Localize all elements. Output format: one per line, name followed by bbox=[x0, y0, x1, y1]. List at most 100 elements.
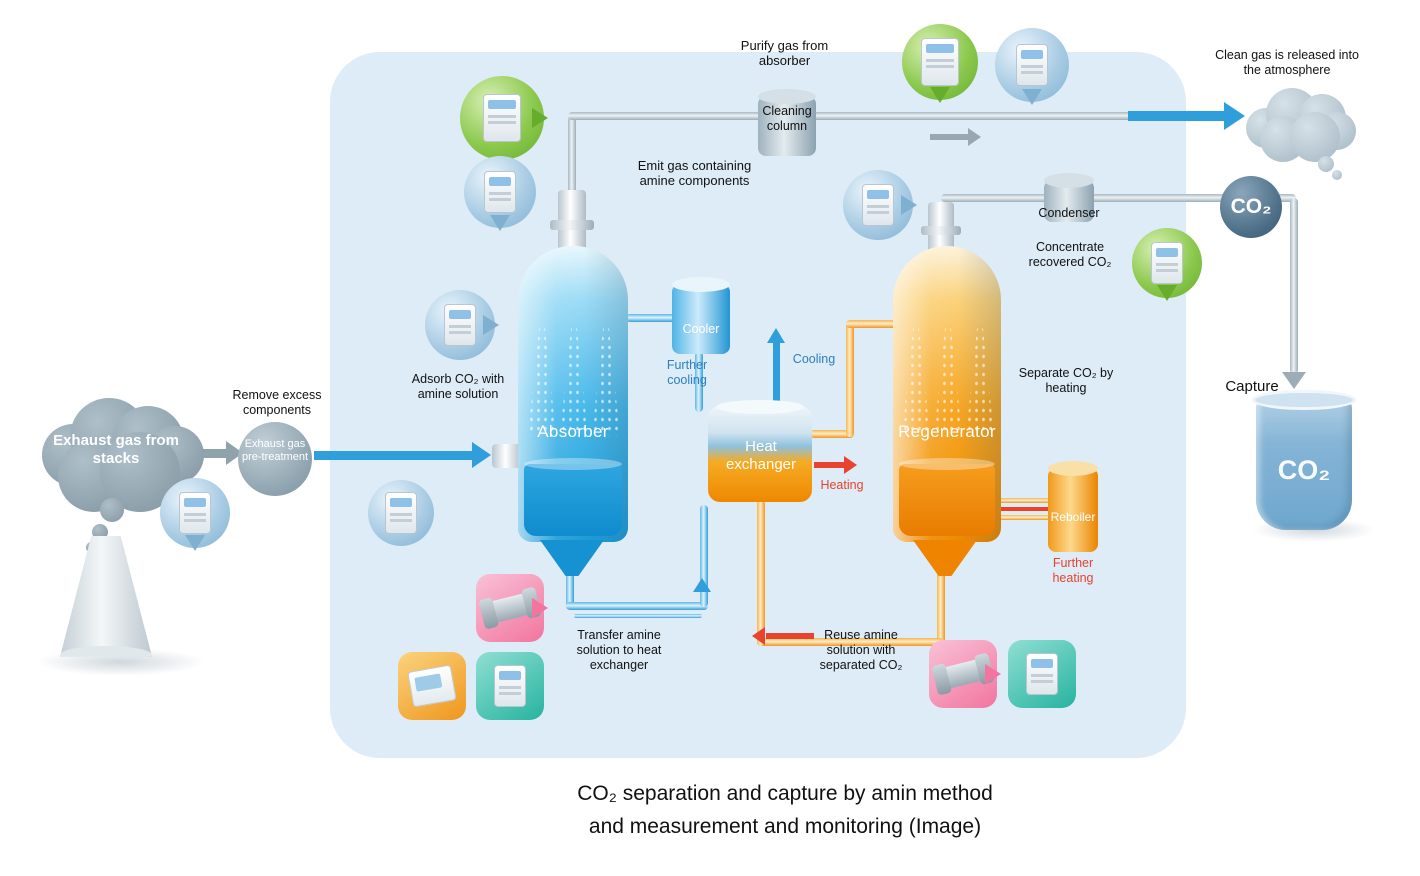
cleaning-column-cap bbox=[758, 89, 816, 104]
analyzer-device-icon bbox=[385, 492, 417, 534]
arrow-reuse-shaft bbox=[766, 633, 814, 639]
cooler-label: Cooler bbox=[682, 322, 720, 336]
arrow-heating-head-icon bbox=[844, 456, 857, 474]
remove-excess-label: Remove excess components bbox=[232, 388, 322, 417]
pipe-into-regenerator-horizontal bbox=[846, 320, 898, 328]
absorber-liquid bbox=[524, 458, 622, 536]
pipe-absorber-bottom-vertical bbox=[566, 570, 574, 610]
emit-gas-label: Emit gas containing amine components bbox=[637, 158, 752, 189]
pipe-absorber-to-cooler bbox=[626, 314, 678, 322]
arrow-clean-gas-head-icon bbox=[1224, 102, 1245, 130]
pipe-regenerator-overhead-horizontal bbox=[941, 194, 1296, 202]
diagram-title-line1: CO₂ separation and capture by amin metho… bbox=[577, 782, 993, 805]
arrow-top-flow-head-icon bbox=[968, 128, 981, 146]
analyzer-device-icon bbox=[179, 492, 211, 534]
smoke-puff bbox=[100, 498, 124, 522]
regenerator-neck-flange bbox=[921, 226, 961, 235]
absorber-inlet-stub bbox=[492, 444, 522, 468]
bubble-tail-icon bbox=[901, 195, 927, 215]
cloud-puff bbox=[1318, 156, 1334, 172]
absorber-neck-flange bbox=[550, 220, 594, 230]
bubble-tail-icon bbox=[930, 87, 950, 113]
clean-gas-label: Clean gas is released into the atmospher… bbox=[1215, 48, 1359, 77]
bubble-tail-icon bbox=[483, 315, 509, 335]
arrow-cooling-head-icon bbox=[767, 328, 785, 343]
pipe-heat-exchanger-out-horizontal bbox=[810, 430, 854, 438]
arrow-cooling-shaft bbox=[773, 342, 780, 406]
purify-gas-label: Purify gas from absorber bbox=[740, 38, 829, 69]
cloud-puff bbox=[1332, 170, 1342, 180]
arrowhead-transfer-up-icon bbox=[693, 578, 711, 592]
recorder-device-icon bbox=[407, 664, 457, 708]
pretreatment-unit bbox=[238, 422, 312, 496]
gas-analyzer-icon bbox=[460, 76, 548, 160]
arrow-reuse-head-icon bbox=[752, 627, 765, 645]
separate-co2-label: Separate CO₂ by heating bbox=[1018, 366, 1114, 395]
co2-product-label: CO₂ bbox=[1230, 195, 1272, 218]
adsorb-label: Adsorb CO₂ with amine solution bbox=[411, 372, 505, 401]
diagram-title: CO₂ separation and capture by amin metho… bbox=[355, 778, 1215, 843]
data-recorder-icon bbox=[398, 652, 466, 720]
analyzer-device-icon bbox=[1016, 44, 1048, 86]
condenser-label: Condenser bbox=[1038, 206, 1100, 220]
heating-label: Heating bbox=[820, 478, 864, 492]
capture-beaker bbox=[1256, 398, 1352, 530]
regenerator-liquid bbox=[899, 458, 995, 536]
co2-product-bubble: CO₂ bbox=[1220, 176, 1282, 238]
bubble-tail-icon bbox=[532, 108, 558, 128]
arrow-clean-gas-shaft bbox=[1128, 111, 1226, 121]
pretreatment-label: Exhaust gas pre-treatment bbox=[241, 438, 309, 463]
meter-device-icon bbox=[1026, 653, 1058, 695]
bubble-tail-icon bbox=[1157, 285, 1177, 311]
gas-analyzer-icon bbox=[160, 478, 230, 551]
pipe-heat-exchanger-bottom-vertical bbox=[757, 500, 765, 646]
exhaust-gas-label: Exhaust gas from stacks bbox=[53, 432, 179, 467]
co2-captured-label: CO₂ bbox=[1277, 455, 1331, 485]
bubble-tail-icon bbox=[1022, 89, 1042, 115]
cooler-cap bbox=[672, 277, 730, 292]
absorber-label: Absorber bbox=[537, 422, 609, 441]
gas-analyzer-icon bbox=[902, 24, 978, 103]
cloud-puff bbox=[1290, 112, 1340, 162]
analyzer-device-icon bbox=[862, 184, 894, 226]
concentrate-label: Concentrate recovered CO₂ bbox=[1028, 240, 1112, 269]
arrow-pretreatment-to-absorber-head-icon bbox=[472, 442, 491, 468]
cleaning-column-vessel bbox=[758, 89, 816, 156]
condenser-vessel bbox=[1044, 173, 1094, 222]
analyzer-device-icon bbox=[444, 304, 476, 346]
smokestack bbox=[60, 536, 152, 657]
gas-analyzer-icon bbox=[1132, 228, 1202, 301]
gas-analyzer-icon bbox=[464, 156, 536, 231]
pipe-absorber-overhead-horizontal bbox=[568, 112, 1148, 120]
heat-exchanger-unit bbox=[708, 400, 812, 502]
cleaning-column-label: Cleaning column bbox=[762, 104, 812, 133]
pipe-transfer-horizontal-2 bbox=[574, 614, 702, 618]
regenerator-label: Regenerator bbox=[898, 422, 996, 441]
clean-gas-cloud bbox=[1246, 86, 1356, 162]
bubble-tail-icon bbox=[985, 664, 1011, 684]
meter-device-icon bbox=[494, 665, 526, 707]
analyzer-device-icon bbox=[1151, 242, 1183, 284]
further-heating-label: Further heating bbox=[1052, 556, 1094, 585]
cooling-label: Cooling bbox=[792, 352, 836, 366]
heat-exchanger-label: Heat exchanger bbox=[725, 438, 797, 473]
bubble-tail-icon bbox=[185, 535, 205, 561]
diagram-title-line2: and measurement and monitoring (Image) bbox=[588, 814, 982, 838]
gas-analyzer-icon bbox=[425, 290, 499, 360]
pipe-cooler-to-heat-exchanger bbox=[695, 352, 703, 412]
pipe-co2-to-capture-vertical bbox=[1290, 198, 1298, 374]
bubble-tail-icon bbox=[532, 598, 558, 618]
arrow-top-flow-shaft bbox=[930, 134, 970, 140]
arrow-heating-shaft bbox=[814, 462, 846, 468]
reboiler-cap bbox=[1048, 461, 1098, 476]
flow-valve-icon bbox=[476, 574, 548, 642]
pipe-heat-exchanger-to-regenerator-vertical bbox=[846, 320, 854, 437]
valve-device-icon bbox=[938, 658, 988, 690]
pipe-transfer-horizontal bbox=[566, 602, 708, 610]
arrowhead-co2-down-icon bbox=[1282, 372, 1306, 389]
pipe-reuse-horizontal bbox=[757, 638, 944, 646]
gas-meter-icon bbox=[1008, 640, 1076, 708]
flow-valve-icon bbox=[929, 640, 1001, 708]
cooler-vessel: Cooler bbox=[672, 277, 730, 354]
